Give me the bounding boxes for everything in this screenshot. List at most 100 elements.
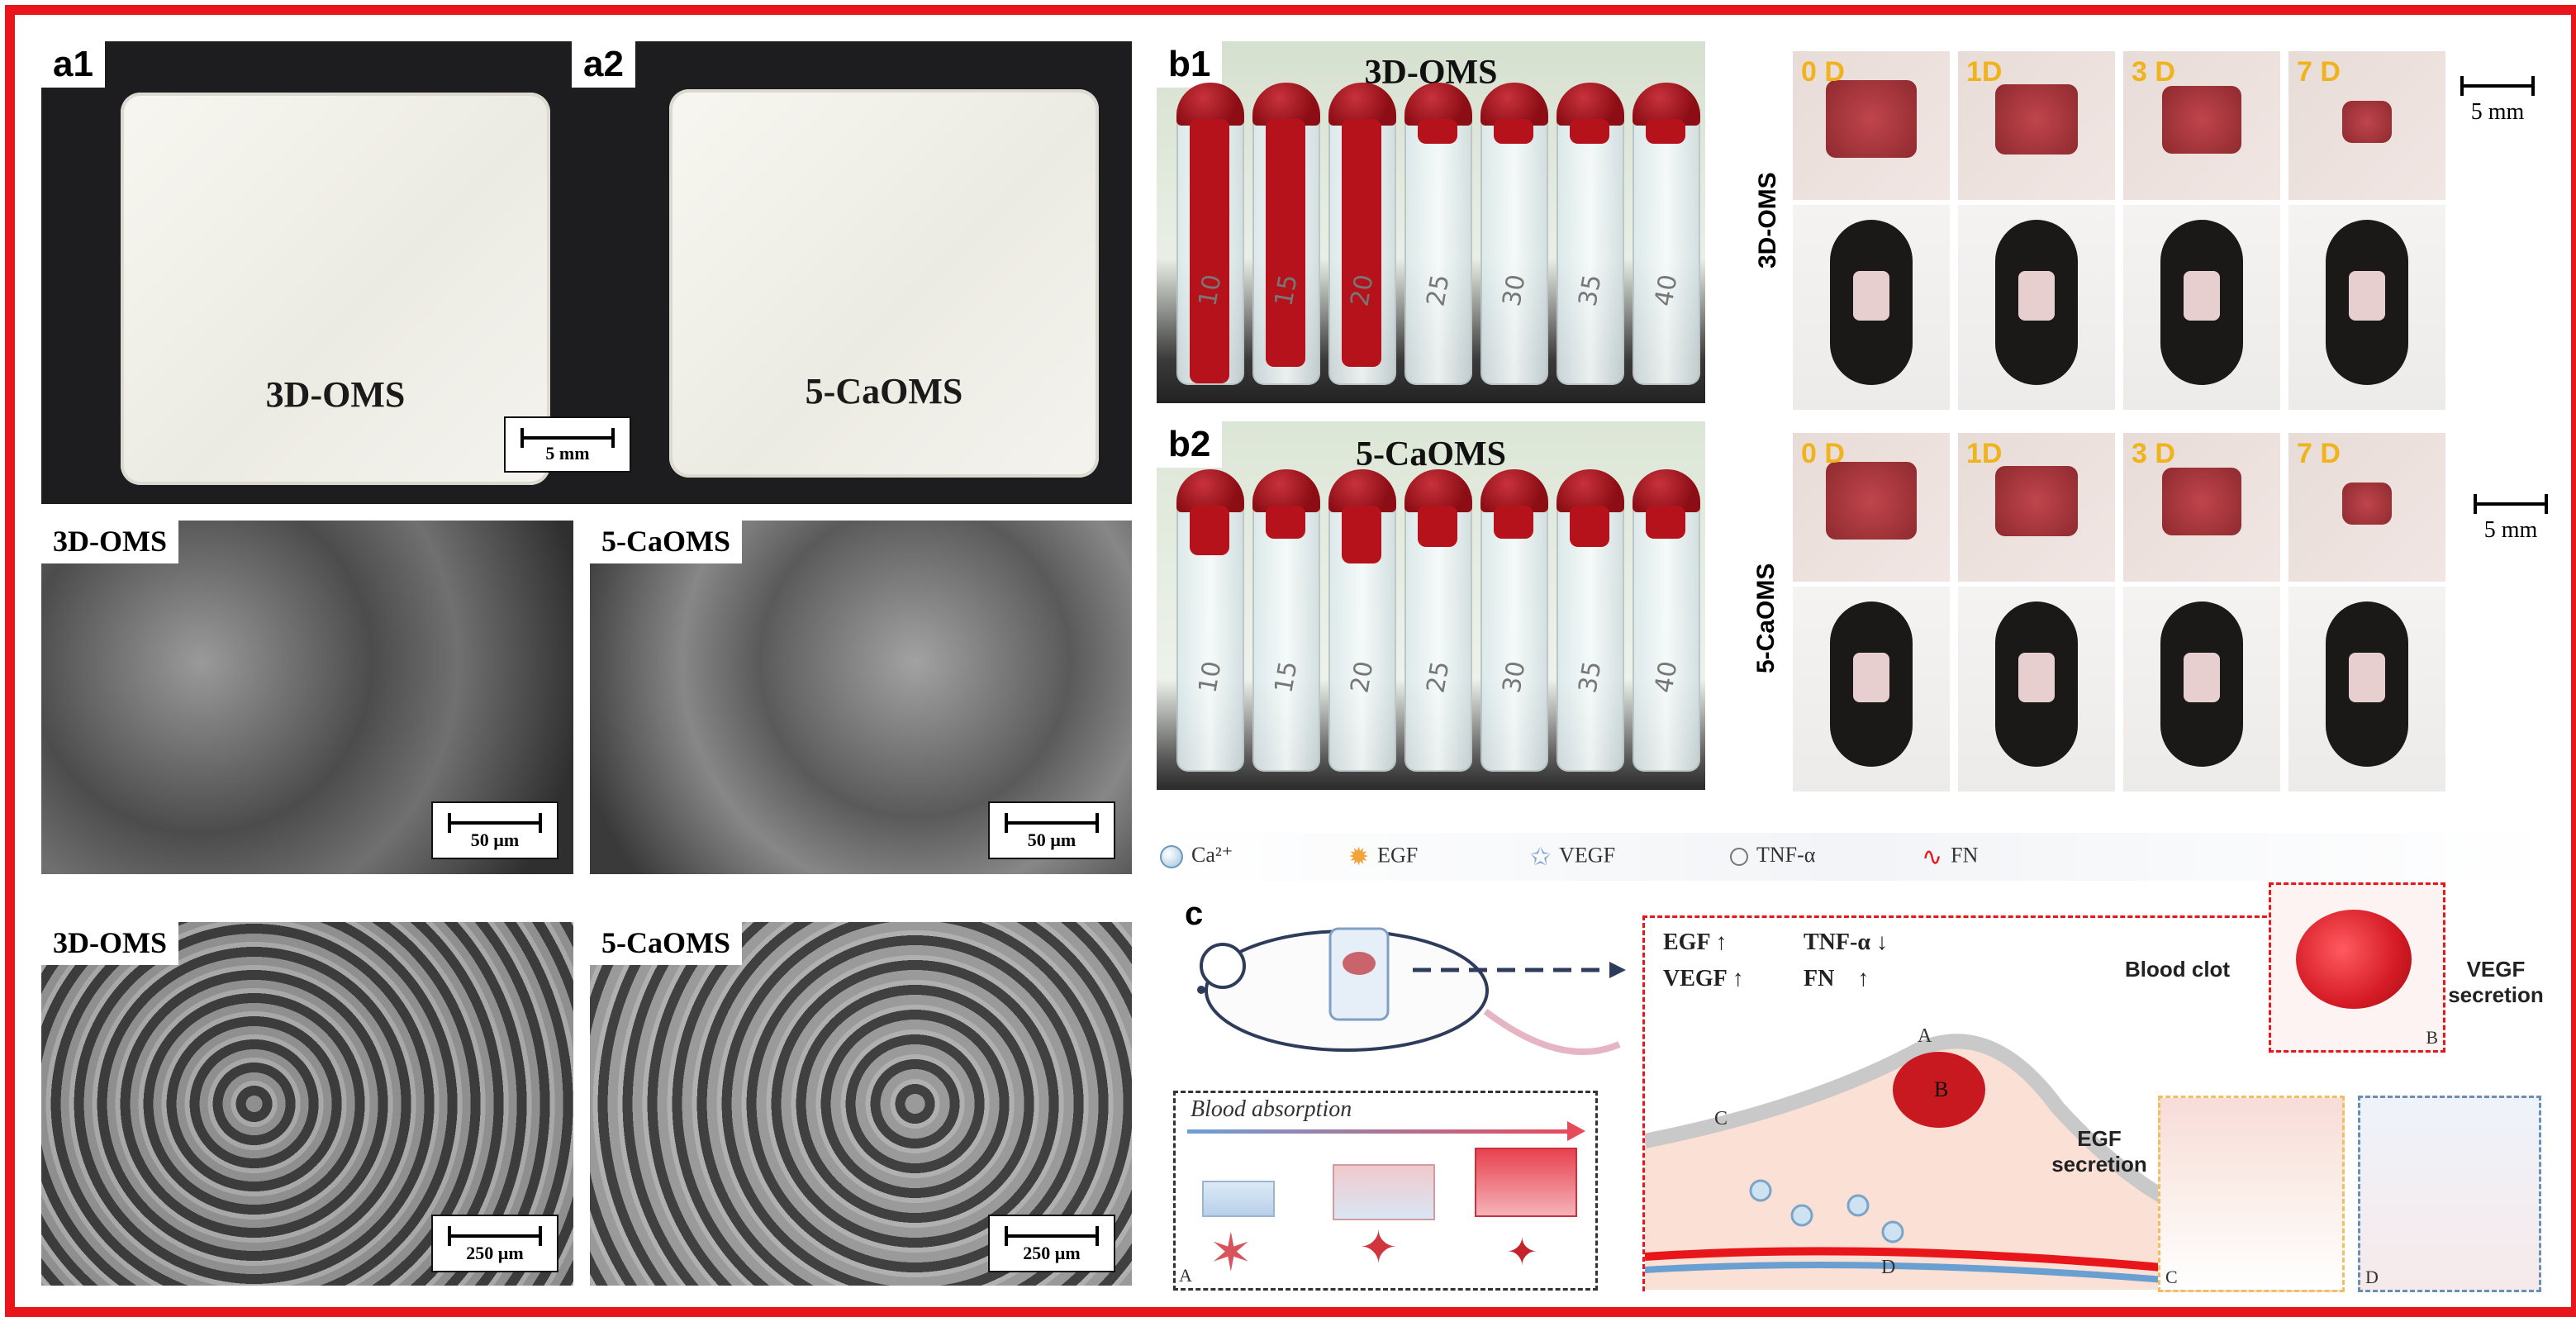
wound-spot [1826,80,1917,158]
blood-absorption-box: Blood absorption ✶ ✦ ✦ A [1173,1091,1598,1291]
scale-bar-photo-label: 5 mm [545,443,590,464]
b2-tube-blood [1266,506,1305,539]
sublabel-b-schematic: B [1934,1077,1948,1101]
wound-spot [1995,84,2078,155]
mouse-photo-caoms-0 [1793,587,1950,792]
scale-bar-sem-1: 50 µm [431,801,558,859]
wound-patch [2349,653,2385,702]
b1-tube-blood [1570,119,1609,144]
b2-tube-blood [1570,506,1609,547]
sponge-1 [1202,1181,1275,1217]
scale-bar-sem-3: 250 µm [431,1215,558,1272]
sublabel-a-schematic: A [1918,1025,1932,1047]
b2-tube-number: 40 [1649,658,1684,696]
wound-spot [1826,462,1917,540]
b2-tube-number: 15 [1269,658,1304,696]
b2-tube-15: 15 [1252,469,1320,772]
sem-label-5-caoms-2: 5-CaOMS [590,922,742,965]
b1-tube-blood [1342,119,1381,367]
panel-a-photo: a1 a2 3D-OMS 5-CaOMS 5 mm [41,41,1132,504]
mouse-illustration [1197,927,1626,1055]
blood-absorption-arrow [1187,1129,1576,1134]
scaffold-3d-oms: 3D-OMS [121,93,550,485]
scale-bar-sem-2-label: 50 µm [1027,830,1077,850]
b1-tube-blood [1494,119,1533,144]
mouse-photo-oms-3 [2288,205,2445,410]
b1-tube-number: 40 [1649,272,1684,309]
b2-tube-blood [1342,506,1381,563]
clot-star-1: ✶ [1209,1224,1253,1282]
blood-clot-inset: B [2269,882,2445,1053]
scale-bar-sem-2: 50 µm [988,801,1115,859]
b1-tube-number: 30 [1497,272,1532,309]
wound-spot [1995,466,2078,536]
sublabel-a-box: A [1179,1265,1192,1286]
tag-a1: a1 [41,41,105,88]
b2-tube-number: 35 [1573,658,1608,696]
figure-frame: a1 a2 3D-OMS 5-CaOMS 5 mm 3D-OMS 50 µm 5… [5,5,2576,1317]
sublabel-d-inset: D [2365,1267,2379,1287]
b1-tube-30: 30 [1480,83,1548,385]
sem-label-3d-oms-1: 3D-OMS [41,521,178,563]
legend-fn: ∿FN [1922,843,1979,871]
day-label: 7 D [2297,438,2341,469]
sublabel-d-schematic: D [1881,1257,1895,1278]
tag-c: c [1173,892,1215,935]
vegf-secretion-label: VEGF secretion [2448,957,2544,1007]
legend: Ca²⁺ ✹EGF ✩VEGF TNF-α ∿FN [1157,833,2553,881]
b1-tube-35: 35 [1557,83,1624,385]
wound-photo-oms-3: 7 D [2288,51,2445,200]
blood-absorption-label: Blood absorption [1191,1096,1352,1122]
b1-tube-number: 35 [1573,272,1608,309]
b1-tube-blood [1646,119,1685,144]
wound-patch [1853,271,1889,321]
wound-spot [2162,86,2241,154]
wound-row2-label: 5-CaOMS [1752,563,1780,673]
b2-tube-blood [1494,506,1533,539]
mouse-photo-caoms-3 [2288,587,2445,792]
scale-bar-sem-4: 250 µm [988,1215,1115,1272]
inset-d: D [2358,1096,2541,1292]
b2-tube-blood [1646,506,1685,539]
b1-tube-15: 15 [1252,83,1320,385]
b1-tube-10: 10 [1176,83,1244,385]
b2-tube-blood [1190,506,1229,555]
b2-tube-number: 20 [1345,658,1380,696]
b2-tube-number: 10 [1193,658,1228,696]
mouse-photo-oms-0 [1793,205,1950,410]
sponge-2 [1333,1164,1435,1220]
clot-star-2: ✦ [1359,1223,1398,1274]
wound-schematic: EGF ↑ TNF-α ↓ VEGF ↑ FN ↑ A B C D [1642,915,2289,1291]
wound-patch [2018,653,2055,702]
wound-patch [1853,653,1889,702]
wound-spot [2342,101,2392,143]
scaffold-5-caoms: 5-CaOMS [669,89,1099,478]
marker-fn: FN [1804,966,1835,991]
b2-tube-35: 35 [1557,469,1624,772]
wound-photo-caoms-2: 3 D [2123,433,2280,582]
sublabel-c-schematic: C [1714,1108,1728,1129]
wound-photo-caoms-1: 1D [1958,433,2115,582]
sublabel-b-inset: B [2426,1027,2438,1048]
day-label: 3 D [2132,56,2175,88]
scaffold-label-right: 5-CaOMS [805,371,963,411]
mouse-photo-oms-2 [2123,205,2280,410]
wound-photo-oms-1: 1D [1958,51,2115,200]
sem-label-5-caoms-1: 5-CaOMS [590,521,742,563]
sem-3d-oms-50: 3D-OMS 50 µm [41,521,573,874]
absorption-arrowhead [1567,1121,1585,1141]
wound-patch [2018,271,2055,321]
blood-clot-label: Blood clot [2125,957,2231,982]
scale-bar-sem-1-label: 50 µm [470,830,520,850]
wound-scale-top: 5 mm [2452,64,2543,139]
inset-c: C [2158,1096,2345,1292]
marker-vegf: VEGF [1663,966,1727,991]
b1-tube-25: 25 [1404,83,1472,385]
b1-tube-40: 40 [1633,83,1700,385]
egf-secretion-label: EGF secretion [2051,1126,2147,1177]
legend-vegf: ✩VEGF [1530,843,1616,871]
scale-bar-photo: 5 mm [504,416,631,473]
wound-photo-caoms-0: 0 D [1793,433,1950,582]
b2-tube-40: 40 [1633,469,1700,772]
